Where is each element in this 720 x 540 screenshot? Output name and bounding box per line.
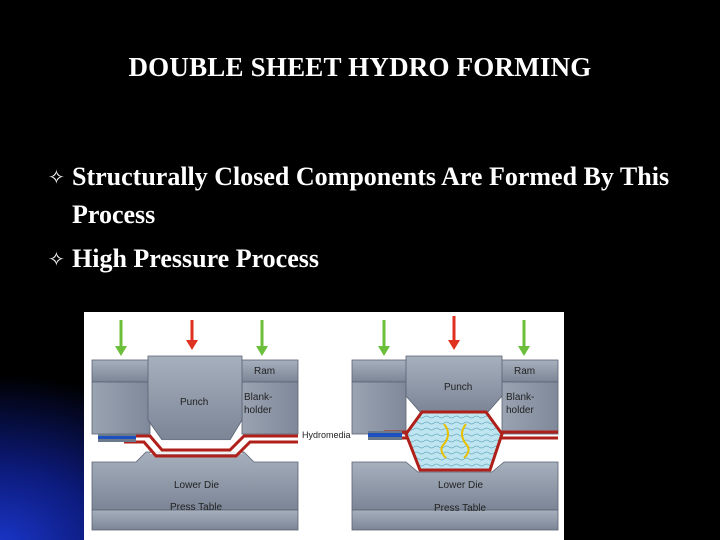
right-arrow-red xyxy=(448,316,460,350)
left-blankholder-right xyxy=(241,381,299,435)
left-arrow-green-2 xyxy=(256,320,268,356)
left-ram-label: Ram xyxy=(254,366,275,377)
left-press-table-label: Press Table xyxy=(170,502,223,513)
right-press-table-label: Press Table xyxy=(434,503,487,514)
bullet-text: Structurally Closed Components Are Forme… xyxy=(72,162,670,229)
left-press-table xyxy=(91,509,299,531)
left-blankholder-left xyxy=(91,381,151,435)
left-arrow-green-1 xyxy=(115,320,127,356)
flow-arrow-2 xyxy=(461,423,470,459)
right-blankholder-left xyxy=(351,381,407,435)
bullet-item: ✧ Structurally Closed Components Are For… xyxy=(48,158,708,234)
right-press-table xyxy=(351,509,559,531)
left-upper-sheet xyxy=(124,434,298,452)
bullet-item: ✧ High Pressure Process xyxy=(48,240,708,278)
left-blankholder-label-1: Blank- xyxy=(244,392,272,403)
right-arrow-green-1 xyxy=(378,320,390,356)
diagram-svg: Ram Punch Blank- holder Lower Die Press … xyxy=(91,316,559,531)
hydroforming-diagram: Ram Punch Blank- holder Lower Die Press … xyxy=(84,312,564,540)
left-panel: Ram Punch Blank- holder Lower Die Press … xyxy=(91,320,299,531)
left-punch-label: Punch xyxy=(180,397,208,408)
right-punch xyxy=(405,355,503,413)
left-arrow-red xyxy=(186,320,198,350)
left-blankholder-label-2: holder xyxy=(244,405,272,416)
bullet-list: ✧ Structurally Closed Components Are For… xyxy=(48,158,708,278)
left-lower-sheet xyxy=(124,440,298,458)
hydromedia-label: Hydromedia xyxy=(302,430,351,440)
right-blankholder-label-1: Blank- xyxy=(506,392,534,403)
right-panel: Ram Punch Blank- holder Hydromedia Lower… xyxy=(302,316,559,531)
right-punch-label: Punch xyxy=(444,382,472,393)
four-pointed-star-icon: ✧ xyxy=(48,247,65,271)
four-pointed-star-icon: ✧ xyxy=(48,165,65,189)
right-ram-label: Ram xyxy=(514,366,535,377)
slide-title: DOUBLE SHEET HYDRO FORMING xyxy=(128,52,592,82)
left-lower-die-label: Lower Die xyxy=(174,480,219,491)
bullet-text: High Pressure Process xyxy=(72,244,319,273)
right-hydromedia-chamber xyxy=(404,410,504,472)
right-arrow-green-2 xyxy=(518,320,530,356)
right-lower-die-label: Lower Die xyxy=(438,480,483,491)
right-blankholder-label-2: holder xyxy=(506,405,534,416)
right-blankholder-right xyxy=(501,381,559,435)
flow-arrow-1 xyxy=(440,423,449,459)
